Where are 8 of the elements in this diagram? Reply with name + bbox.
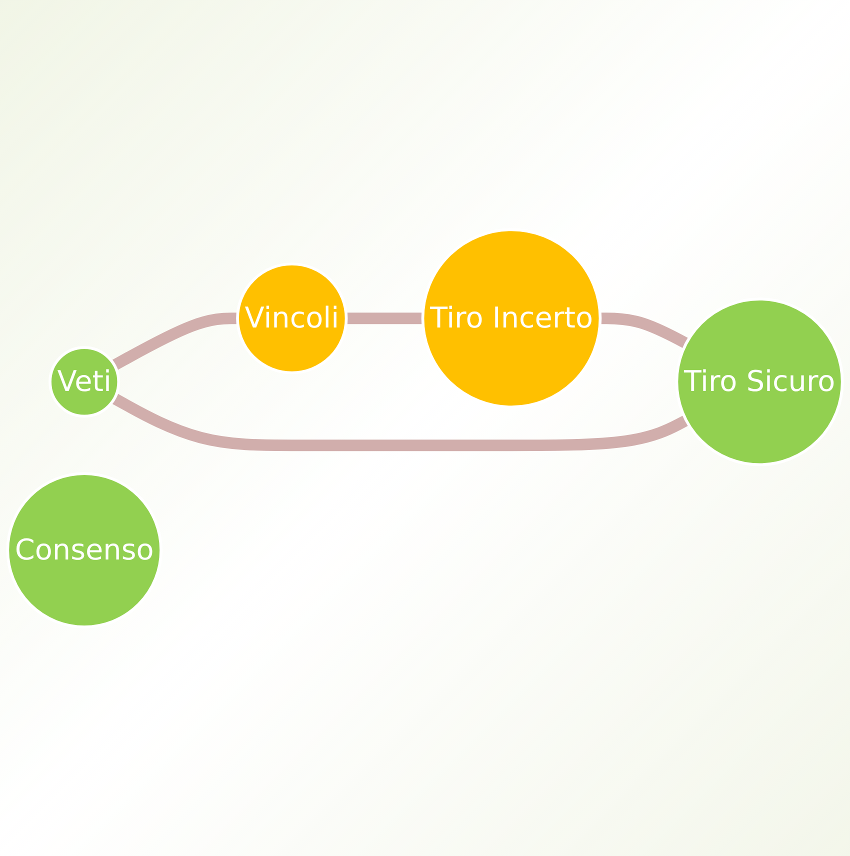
connector <box>112 393 689 451</box>
connector <box>346 312 423 324</box>
node-circle <box>236 262 348 374</box>
connector <box>600 312 689 348</box>
node-circle <box>675 297 844 466</box>
node-circle <box>6 472 162 628</box>
connector <box>112 312 238 370</box>
node-circle <box>48 346 120 418</box>
